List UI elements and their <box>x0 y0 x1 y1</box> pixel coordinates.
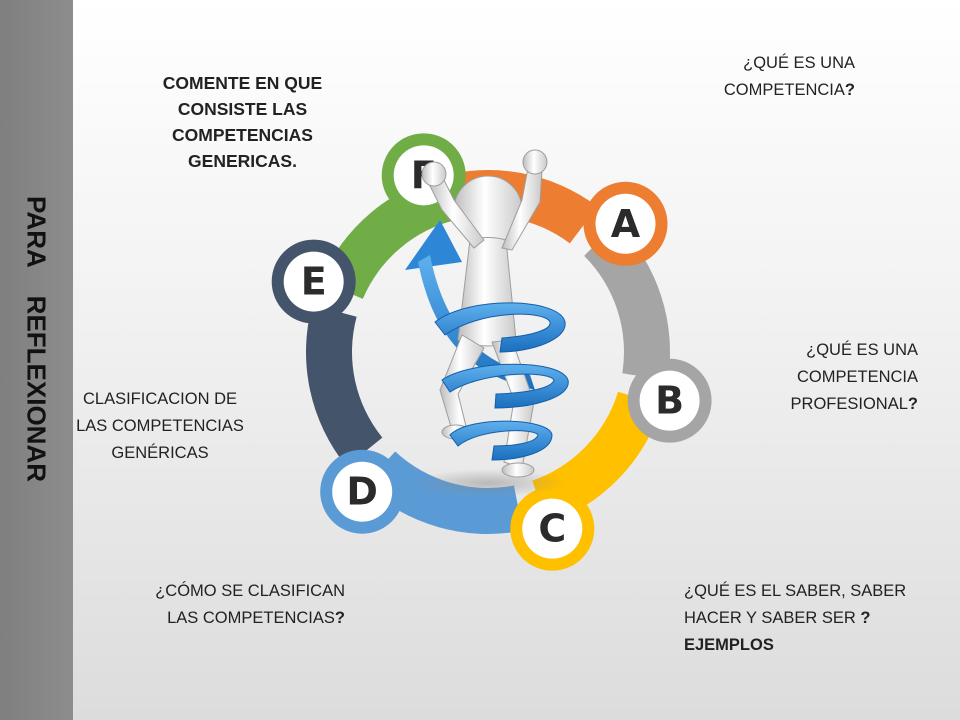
note-c-text: ¿QUÉ ES EL SABER, SABER HACER Y SABER SE… <box>684 582 907 627</box>
note-a: ¿QUÉ ES UNA COMPETENCIA? <box>665 50 855 104</box>
note-d-text: ¿CÓMO SE CLASIFICAN LAS COMPETENCIAS <box>155 582 345 627</box>
note-e: CLASIFICACION DE LAS COMPETENCIAS GENÉRI… <box>76 390 244 462</box>
figure-shadow <box>410 469 566 497</box>
badge-letter-d: D <box>346 470 378 514</box>
note-a-text: ¿QUÉ ES UNA COMPETENCIA <box>723 54 855 99</box>
badge-letter-c: C <box>538 507 566 551</box>
note-b-text: ¿QUÉ ES UNA COMPETENCIA PROFESIONAL <box>790 341 918 413</box>
note-generic-competencies: COMENTE EN QUE CONSISTE LAS COMPETENCIAS… <box>162 73 323 171</box>
note-d-mark: ? <box>334 609 345 627</box>
sidebar: PARA REFLEXIONAR <box>0 0 73 720</box>
note-c: ¿QUÉ ES EL SABER, SABER HACER Y SABER SE… <box>684 578 914 659</box>
segment-e <box>306 304 383 467</box>
note-b: ¿QUÉ ES UNA COMPETENCIA PROFESIONAL? <box>740 337 918 418</box>
cycle-diagram: ABCDEF <box>271 133 712 571</box>
badge-b <box>639 370 700 431</box>
note-d: ¿CÓMO SE CLASIFICAN LAS COMPETENCIAS? <box>150 578 345 632</box>
badge-letter-a: A <box>611 202 641 246</box>
sidebar-title: PARA REFLEXIONAR <box>21 196 52 483</box>
badge-c <box>522 498 583 559</box>
badge-letter-e: E <box>301 260 327 304</box>
badge-e <box>283 251 344 312</box>
note-c-mark: ? EJEMPLOS <box>684 609 871 654</box>
segment-b <box>584 223 670 381</box>
note-a-mark: ? <box>844 81 855 99</box>
note-b-mark: ? <box>907 395 918 413</box>
spiral-ribbon <box>434 302 569 461</box>
badge-letter-b: B <box>655 379 684 423</box>
badge-d <box>332 461 393 522</box>
badge-a <box>595 193 656 254</box>
cycle-badges: ABCDEF <box>271 133 712 571</box>
